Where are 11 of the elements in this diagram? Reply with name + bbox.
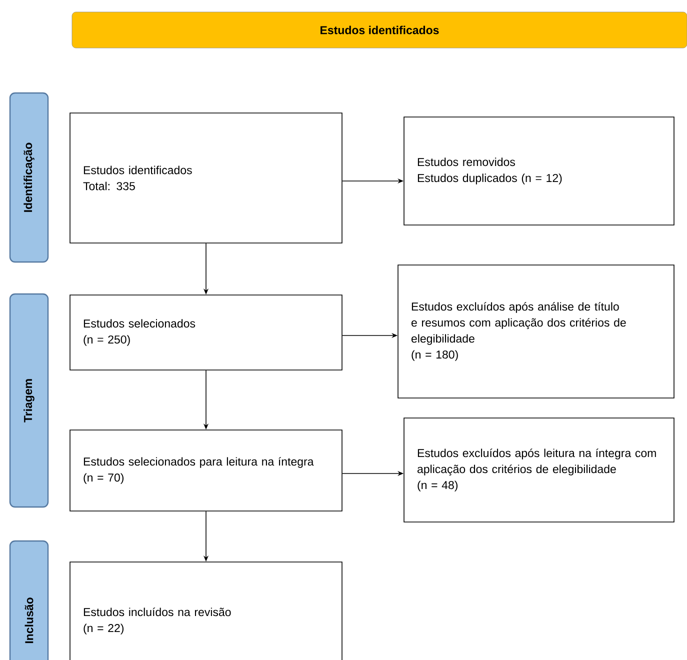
title-banner: Estudos identificados (72, 12, 687, 48)
process-box: Estudos incluídos na revisão (n = 22) (70, 562, 342, 660)
process-box: Estudos excluídos após análise de título e resumos com aplicação dos critérios de elegibilidade (n = 180) (398, 264, 674, 398)
process-box: Estudos selecionados (n = 250) (70, 294, 342, 370)
process-box: Estudos identificados Total: 335 (70, 112, 342, 244)
phase-label: Inclusão (9, 540, 49, 660)
process-box: Estudos removidos Estudos duplicados (n = 12) (404, 116, 674, 226)
process-box: Estudos excluídos após leitura na íntegra com aplicação dos critérios de elegibilidade (n = 48) (404, 418, 674, 522)
phase-label: Identificação (9, 92, 49, 263)
phase-label: Triagem (9, 293, 49, 508)
process-box: Estudos selecionados para leitura na íntegra (n = 70) (70, 430, 342, 512)
